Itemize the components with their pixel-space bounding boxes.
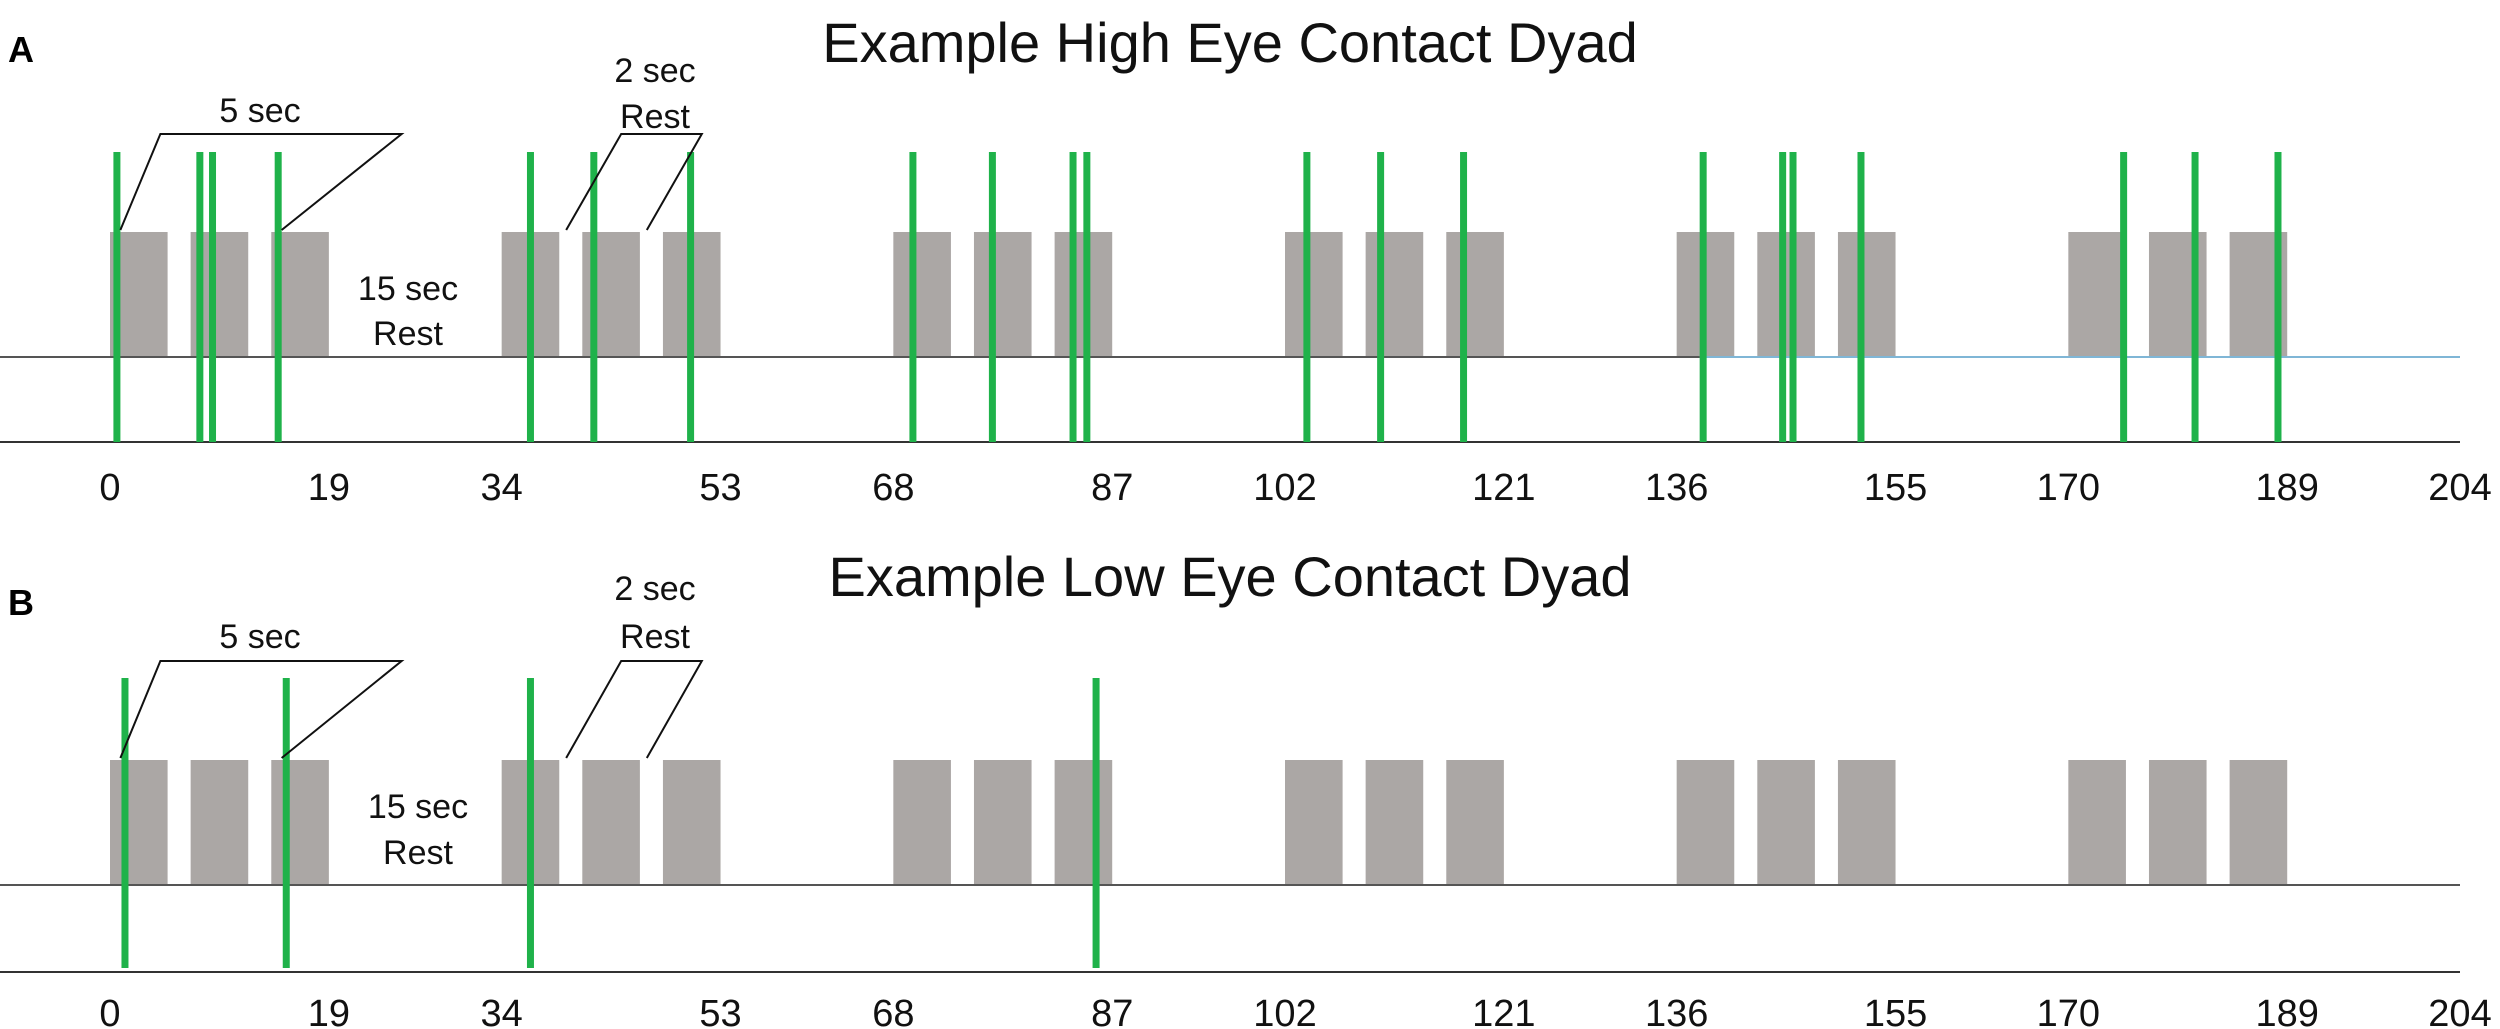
x-tick-label: 189 [2256,993,2319,1029]
annotations-group: 5 sec 2 sec Rest 15 sec Rest [119,52,704,353]
x-tick-label: 155 [1864,467,1927,509]
x-tick-label: 189 [2256,467,2319,509]
x-tick-label: 53 [699,993,741,1029]
panel-title: Example High Eye Contact Dyad [822,11,1638,74]
task-block [1365,232,1424,357]
x-tick-label: 155 [1864,993,1927,1029]
long-rest-label-line1: 15 sec [368,788,468,826]
task-block [2068,232,2126,357]
task-block [1285,232,1343,357]
task-block [2229,760,2288,885]
x-tick-label: 204 [2428,993,2491,1029]
panel-b: B Example Low Eye Contact Dyad 0 19 34 53 68… [0,545,2492,1029]
panel-title: Example Low Eye Contact Dyad [828,545,1631,608]
events-group [121,678,1100,968]
task-block [1757,760,1815,885]
task-block [1054,760,1113,885]
task-block [1837,232,1896,357]
task-block [893,760,951,885]
x-tick-label: 53 [699,467,741,509]
long-rest-label-line2: Rest [383,834,453,872]
block-duration-bracket [119,133,405,231]
x-tick-label: 136 [1645,993,1708,1029]
block-duration-label: 5 sec [219,92,300,130]
block-duration-label: 5 sec [219,618,300,656]
short-rest-bracket [565,660,704,759]
task-block [1676,760,1735,885]
task-block [271,760,329,885]
x-tick-label: 0 [99,993,120,1029]
x-tick-label: 170 [2037,993,2100,1029]
blocks-group [110,760,2288,885]
annotations-group: 5 sec 2 sec Rest 15 sec Rest [119,570,704,872]
x-tick-label: 136 [1645,467,1708,509]
task-block [110,760,168,885]
task-block [190,760,249,885]
long-rest-label-line2: Rest [373,315,443,353]
task-block [662,760,721,885]
events-group [113,152,2282,442]
short-rest-label-line1: 2 sec [614,52,695,90]
x-tick-label: 68 [872,467,914,509]
task-block [1285,760,1343,885]
x-axis-ticks: 0 19 34 53 68 87 102 121 136 155 170 189 204 [99,467,2491,509]
short-rest-label-line2: Rest [620,618,690,656]
x-tick-label: 204 [2428,467,2491,509]
x-tick-label: 87 [1091,467,1133,509]
x-tick-label: 102 [1253,467,1316,509]
task-block [893,232,951,357]
short-rest-label-line1: 2 sec [614,570,695,608]
x-tick-label: 19 [308,993,350,1029]
panel-a: A Example High Eye Contact Dyad 0 19 34 53 6… [0,11,2492,509]
x-tick-label: 102 [1253,993,1316,1029]
task-block [973,760,1032,885]
task-block [1446,232,1504,357]
short-rest-bracket [565,133,704,231]
long-rest-label-line1: 15 sec [358,270,458,308]
x-tick-label: 19 [308,467,350,509]
panel-label: A [8,29,34,70]
task-block [1365,760,1424,885]
short-rest-label-line2: Rest [620,98,690,136]
task-block [2148,760,2207,885]
block-duration-bracket [119,660,405,759]
x-tick-label: 68 [872,993,914,1029]
x-tick-label: 121 [1472,467,1535,509]
x-tick-label: 121 [1472,993,1535,1029]
task-block [973,232,1032,357]
task-block [582,760,640,885]
x-tick-label: 170 [2037,467,2100,509]
x-tick-label: 34 [481,467,523,509]
task-block [2068,760,2126,885]
x-tick-label: 0 [99,467,120,509]
x-tick-label: 87 [1091,993,1133,1029]
x-tick-label: 34 [481,993,523,1029]
x-axis-ticks: 0 19 34 53 68 87 102 121 136 155 170 189 204 [99,993,2491,1029]
task-block [1837,760,1896,885]
panel-label: B [8,582,34,623]
task-block [1446,760,1504,885]
